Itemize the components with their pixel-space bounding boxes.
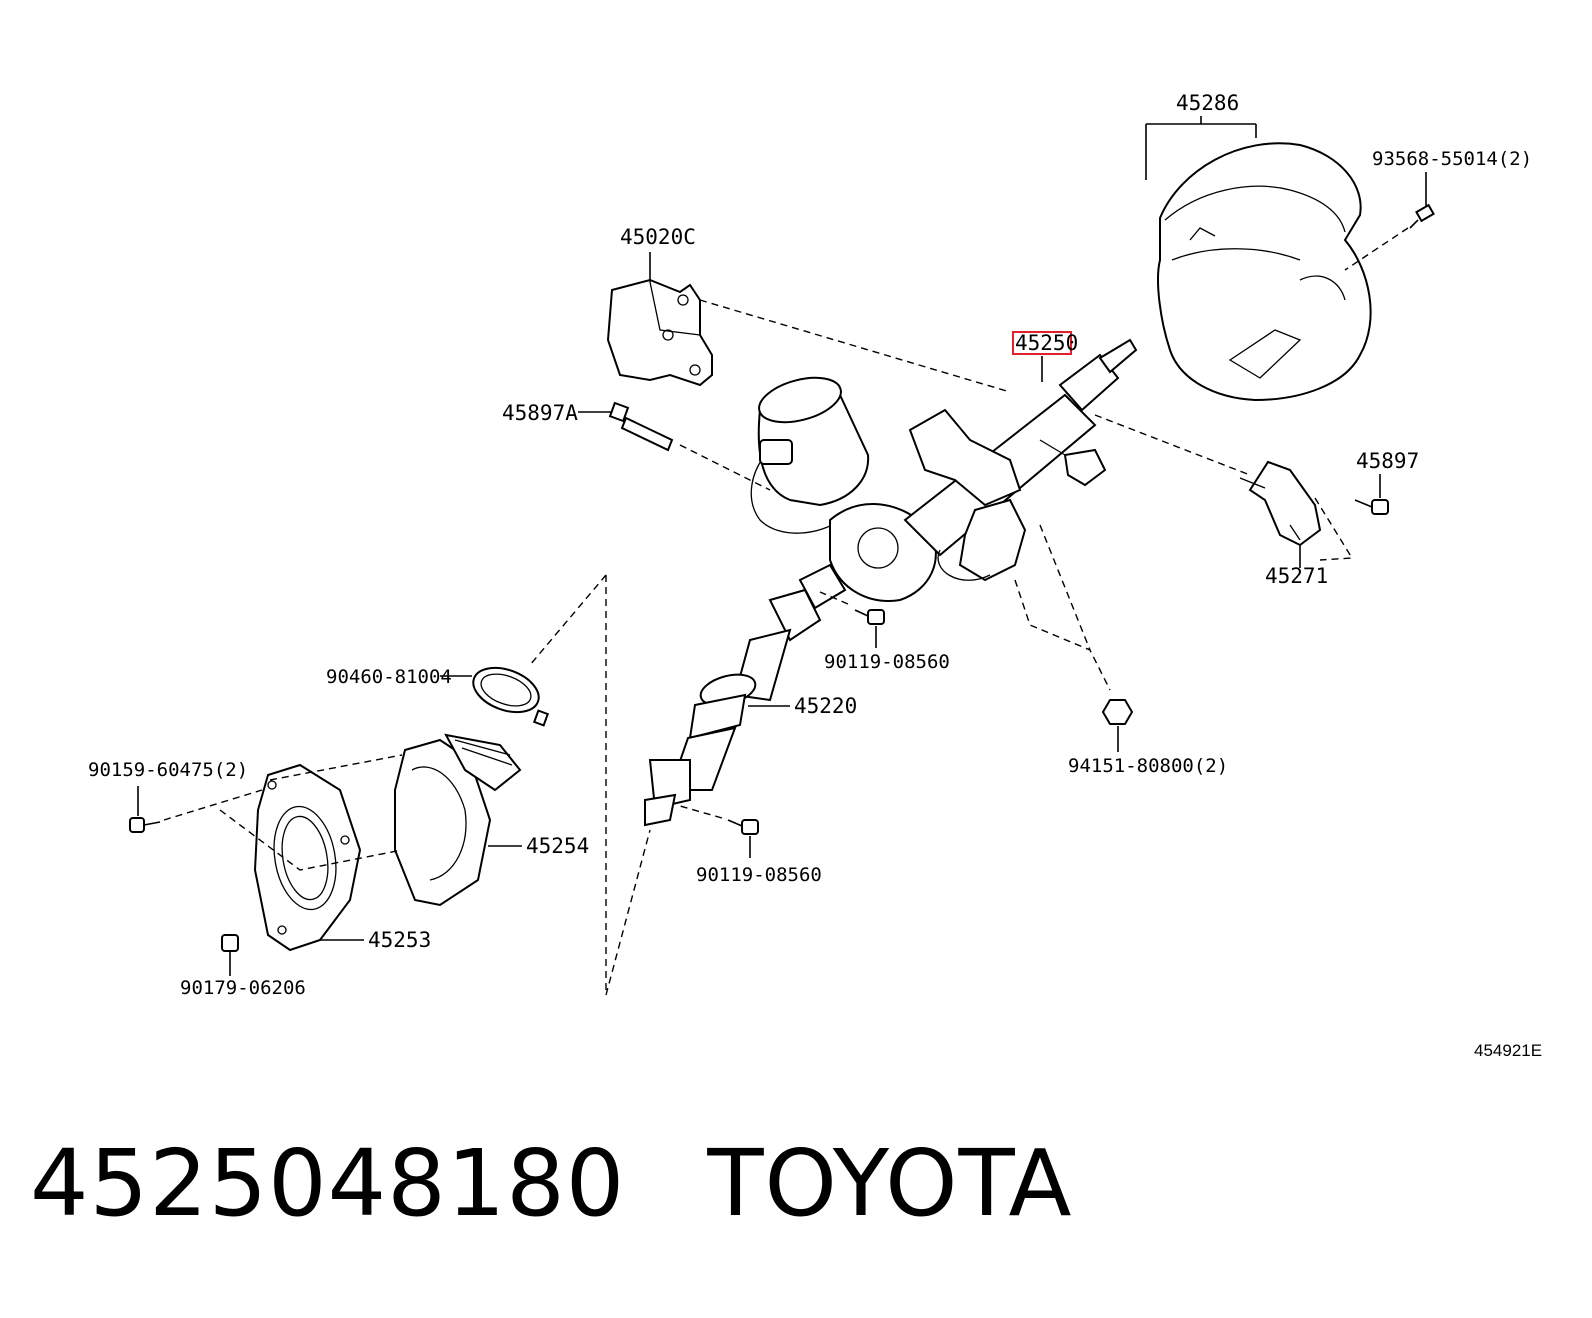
label-45253[interactable]: 45253: [368, 928, 431, 952]
dash-bracket-lower-group: [529, 574, 651, 996]
highlight-box-45250: [1012, 331, 1072, 355]
label-90460[interactable]: 90460-81004: [326, 666, 452, 688]
label-90119-top[interactable]: 90119-08560: [824, 651, 950, 673]
bolt-90119-top[interactable]: [854, 609, 885, 625]
bolt-90159[interactable]: [129, 817, 161, 833]
bracket-45020c[interactable]: [606, 278, 713, 387]
plate-45253[interactable]: [253, 763, 362, 952]
bolt-45897a[interactable]: [608, 401, 674, 452]
dash-column-45271: [1094, 414, 1251, 476]
nut-90179[interactable]: [221, 934, 239, 952]
label-90179[interactable]: 90179-06206: [180, 977, 306, 999]
screw-93568[interactable]: [1409, 203, 1435, 229]
label-90159[interactable]: 90159-60475(2): [88, 759, 248, 781]
diagram-reference-code: 454921E: [1474, 1041, 1542, 1060]
steering-column-45250[interactable]: [750, 338, 1138, 602]
label-45020c[interactable]: 45020C: [620, 225, 696, 249]
dash-45897a-column: [679, 444, 771, 491]
label-90119-bottom[interactable]: 90119-08560: [696, 864, 822, 886]
leader-45286: [1145, 116, 1257, 180]
label-45271[interactable]: 45271: [1265, 564, 1328, 588]
dash-45020c-column: [699, 299, 1011, 393]
nut-94151[interactable]: [1101, 699, 1134, 725]
dash-93568-cover: [1344, 227, 1409, 271]
label-93568[interactable]: 93568-55014(2): [1372, 148, 1532, 170]
ring-90460[interactable]: [467, 660, 550, 727]
footer-part-info: 4525048180 TOYOTA: [30, 1130, 1073, 1237]
boot-45254[interactable]: [394, 733, 522, 907]
bracket-45271[interactable]: [1239, 460, 1322, 547]
label-45254[interactable]: 45254: [526, 834, 589, 858]
intermediate-shaft-45220[interactable]: [644, 563, 847, 827]
label-45897[interactable]: 45897: [1356, 449, 1419, 473]
dash-90159: [163, 789, 263, 821]
dash-plate-boot: [219, 754, 403, 871]
dash-90119-top: [819, 591, 849, 605]
label-45897a[interactable]: 45897A: [502, 401, 578, 425]
column-cover-45286[interactable]: [1157, 142, 1372, 402]
dash-90119-bottom: [679, 805, 723, 819]
label-45286[interactable]: 45286: [1176, 91, 1239, 115]
label-45220[interactable]: 45220: [794, 694, 857, 718]
bolt-90119-bottom[interactable]: [727, 819, 759, 835]
dash-94151: [1014, 524, 1111, 691]
bolt-45897[interactable]: [1354, 499, 1389, 515]
label-94151[interactable]: 94151-80800(2): [1068, 755, 1228, 777]
footer-part-number: 4525048180: [30, 1130, 626, 1237]
label-45250[interactable]: 45250: [1015, 331, 1078, 355]
footer-brand: TOYOTA: [707, 1130, 1073, 1237]
